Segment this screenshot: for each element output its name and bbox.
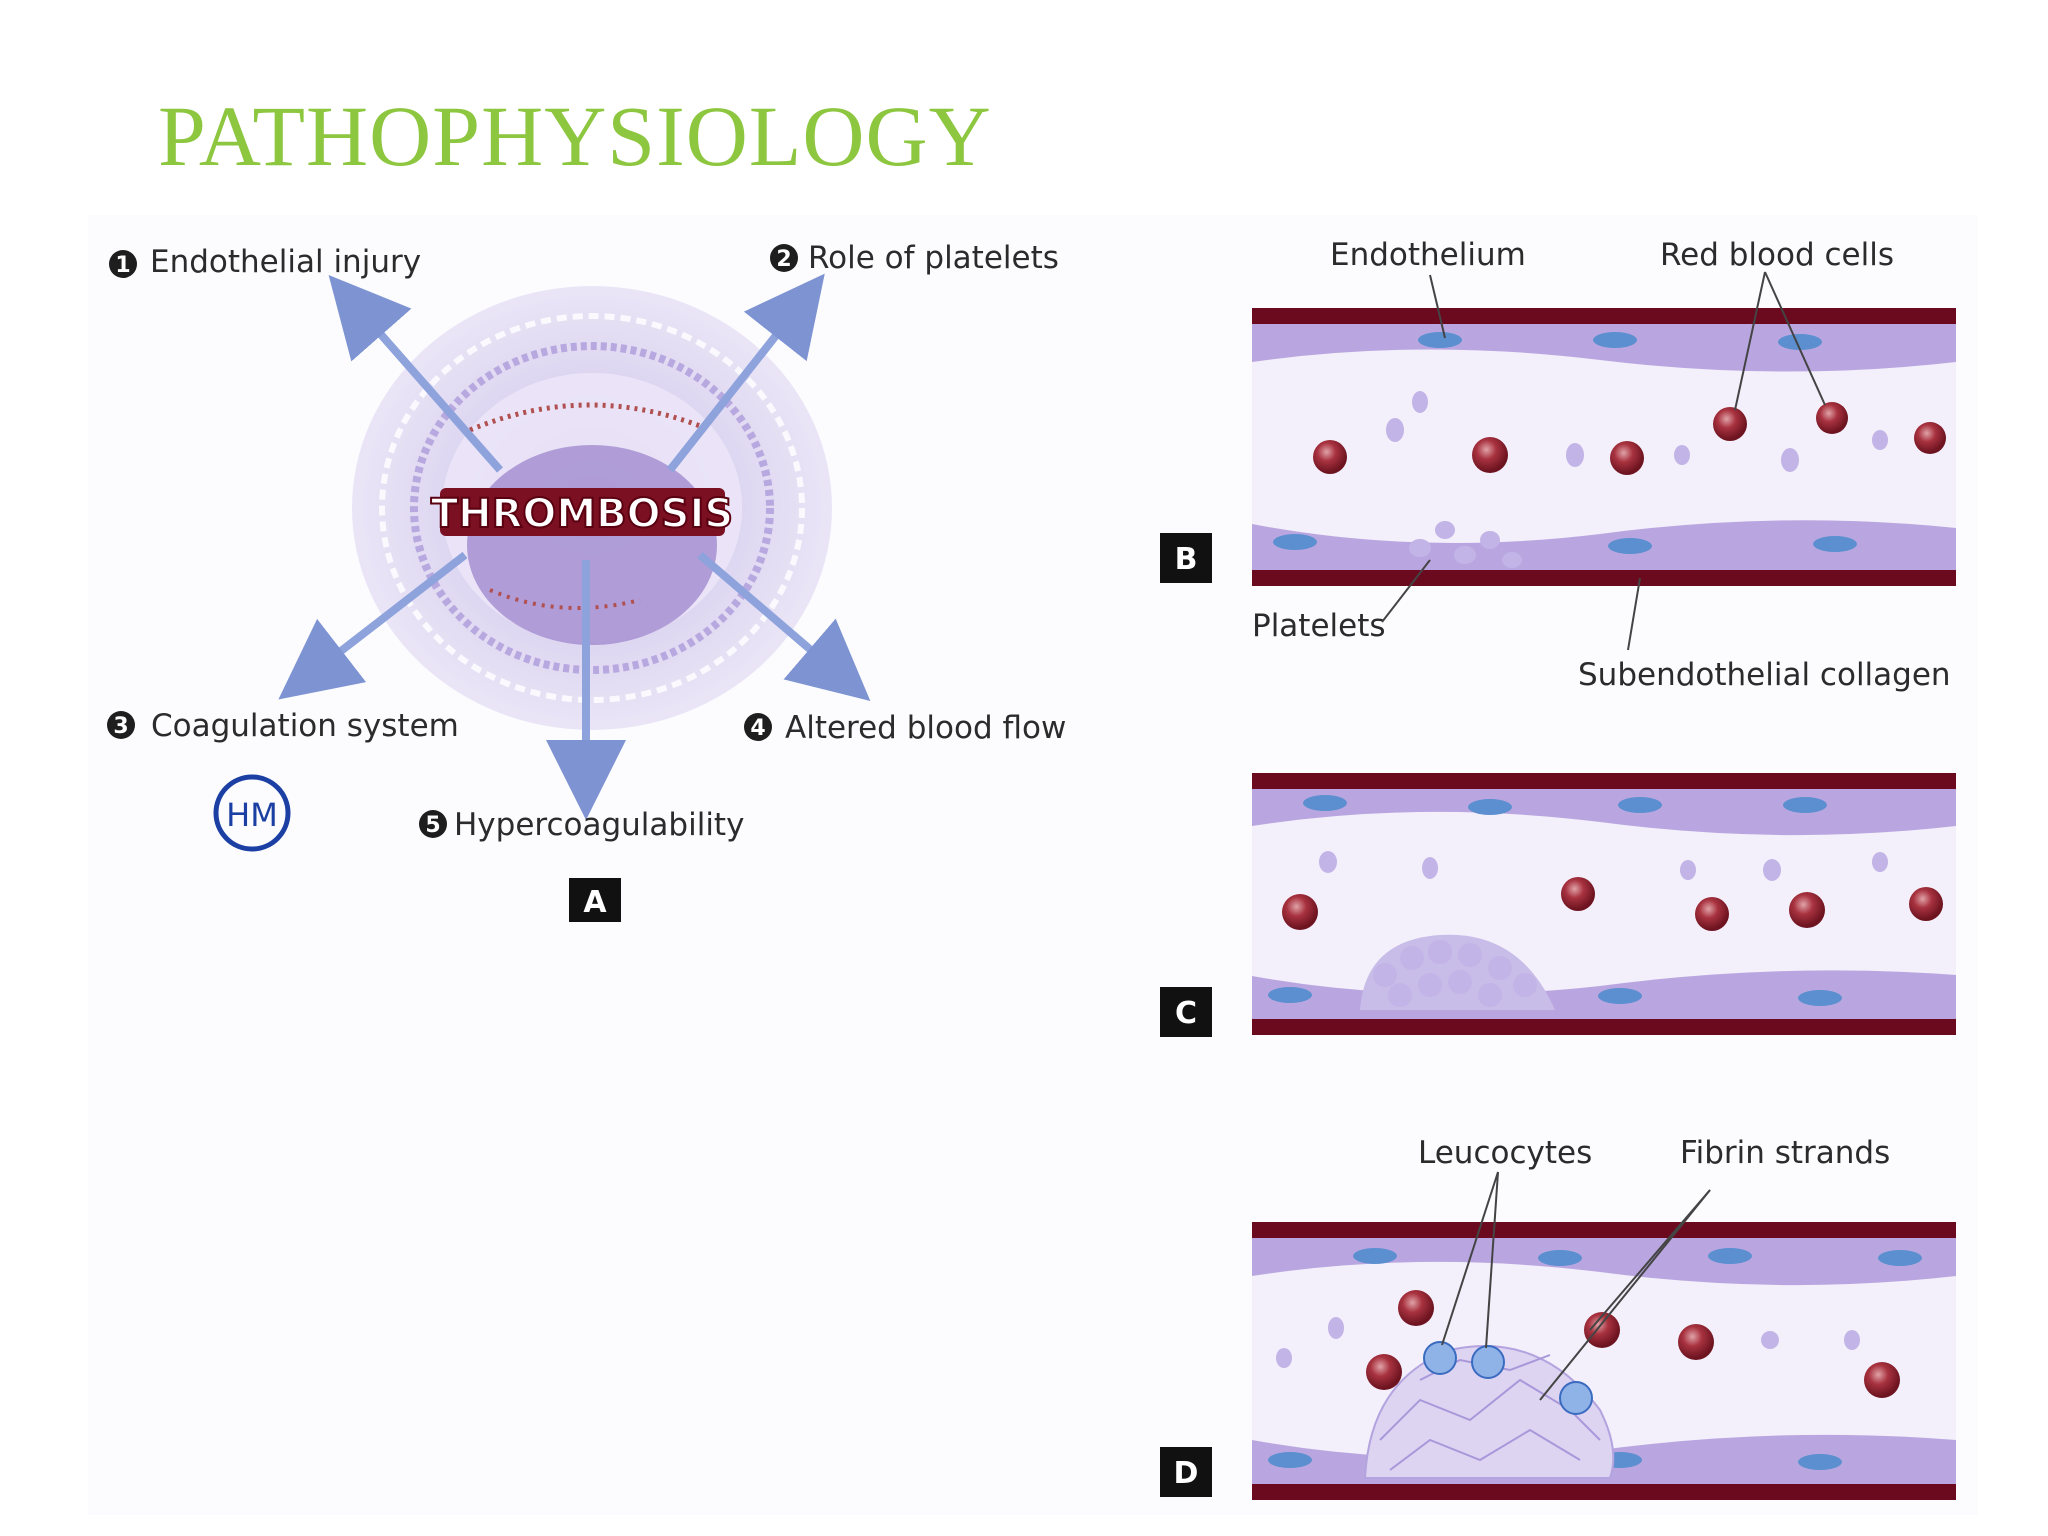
platelets [1276,1317,1860,1368]
endothelial-nucleus [1783,797,1827,813]
endothelial-nucleus [1273,534,1317,550]
svg-text:5: 5 [425,813,440,838]
panel-letter-a: A [569,878,621,922]
red-blood-cell [1584,1312,1620,1348]
red-blood-cell [1313,440,1347,474]
factor-3: 3 Coagulation system [107,708,459,744]
endothelial-nucleus [1798,990,1842,1006]
number-badge-4 [744,713,772,741]
endothelial-nucleus [1538,1250,1582,1266]
factor-5: 5 Hypercoagulability [419,807,744,843]
red-blood-cell [1398,1290,1434,1326]
number-badge-1 [109,250,137,278]
svg-text:B: B [1175,542,1198,577]
red-blood-cell [1914,422,1946,454]
red-blood-cell [1909,887,1943,921]
endothelial-nucleus [1708,1248,1752,1264]
endothelial-nucleus [1303,795,1347,811]
factor-2-label: Role of platelets [808,240,1059,276]
page-title: PATHOPHYSIOLOGY [158,88,992,184]
red-blood-cell [1713,407,1747,441]
svg-text:C: C [1175,996,1197,1031]
panel-d: Leucocytes Fibrin strands D [1160,1135,1956,1500]
fibrin-strands-label: Fibrin strands [1680,1135,1890,1171]
number-badge-3 [107,711,135,739]
factor-arrows [278,273,871,820]
factor-1-label: Endothelial injury [150,244,421,280]
factor-5-label: Hypercoagulability [454,807,744,843]
endothelial-nucleus [1813,536,1857,552]
endothelium-label: Endothelium [1330,237,1526,273]
endothelial-nucleus [1608,538,1652,554]
panel-a: THROMBOSIS 1 Endothelial injury 2 Role o… [107,240,1066,922]
panel-letter-d: D [1160,1447,1212,1497]
red-blood-cell [1816,402,1848,434]
endothelial-nucleus [1353,1248,1397,1264]
platelets-label: Platelets [1252,608,1386,644]
leucocytes-label: Leucocytes [1418,1135,1592,1171]
panel-b: Endothelium Red blood cells Platelets Su… [1160,237,1956,693]
endothelial-nucleus [1468,799,1512,815]
leucocyte-cells [1423,1341,1593,1415]
endothelial-nucleus [1598,988,1642,1004]
factor-1: 1 Endothelial injury [109,244,421,280]
svg-text:D: D [1174,1456,1199,1491]
svg-text:3: 3 [113,714,128,739]
platelet-aggregate [1319,851,1888,1010]
red-blood-cell [1678,1324,1714,1360]
endothelial-nucleus [1798,1454,1842,1470]
factor-4-label: Altered blood flow [785,710,1066,746]
red-blood-cell [1282,894,1318,930]
endothelial-nucleus [1878,1250,1922,1266]
platelets [1386,391,1888,568]
pointer-lines-b [1381,271,1826,651]
svg-text:A: A [583,885,607,920]
red-blood-cell [1610,441,1644,475]
endothelial-nucleus [1593,332,1637,348]
red-blood-cell [1864,1362,1900,1398]
svg-text:2: 2 [776,247,791,272]
endothelial-nucleus [1618,797,1662,813]
number-badge-2 [770,244,798,272]
red-blood-cell [1472,437,1508,473]
thrombosis-label: THROMBOSIS [430,488,734,538]
red-blood-cell [1366,1354,1402,1390]
red-blood-cell [1695,897,1729,931]
panel-letter-b: B [1160,533,1212,583]
factor-2: 2 Role of platelets [770,240,1059,276]
endothelial-nucleus [1778,334,1822,350]
svg-text:4: 4 [750,716,765,741]
svg-text:1: 1 [115,253,130,278]
pointer-lines-d [1441,1171,1711,1401]
vessel-section-c [1252,773,1956,1035]
endothelial-nucleus [1268,1452,1312,1468]
vessel-section-b [1252,308,1956,586]
panel-c: C [1160,773,1956,1037]
red-blood-cells-label: Red blood cells [1660,237,1894,273]
vessel-section-d [1252,1222,1956,1500]
endothelial-nucleus [1418,332,1462,348]
factor-3-label: Coagulation system [151,708,459,744]
number-badge-5 [419,810,447,838]
collagen-label: Subendothelial collagen [1578,657,1951,693]
red-blood-cell [1789,892,1825,928]
thrombosis-text: THROMBOSIS [431,491,733,537]
svg-text:HM: HM [226,796,278,834]
endothelial-nucleus [1268,987,1312,1003]
hm-logo: HM [213,774,291,852]
red-blood-cell [1561,877,1595,911]
factor-4: 4 Altered blood flow [744,710,1066,746]
panel-letter-c: C [1160,987,1212,1037]
